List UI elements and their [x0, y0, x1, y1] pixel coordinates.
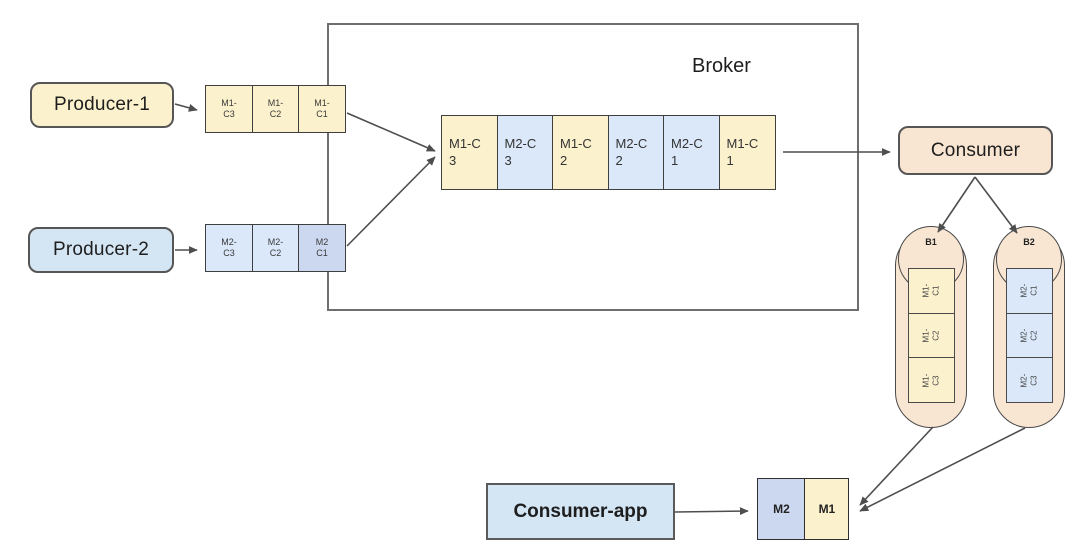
received-messages: M2 M1	[757, 478, 850, 540]
arrow-consumer-to-b2	[974, 176, 1018, 234]
producer-1-label: Producer-1	[54, 94, 150, 115]
consumer-label: Consumer	[930, 139, 1021, 161]
p1-message-m1c1: M1-C1	[298, 85, 346, 133]
p2-message-m2c2: M2-C2	[251, 224, 300, 272]
buffer-b1-stack: M1-C1 M1-C2 M1-C3	[907, 268, 955, 404]
b1-message-m1c3: M1-C3	[907, 357, 955, 404]
b2-message-m2c3: M2-C3	[1005, 357, 1053, 404]
buffer-b2: B2 M2-C1 M2-C2 M2-C3	[993, 226, 1065, 428]
buffer-b1-label: B1	[925, 237, 937, 247]
p2-message-m2c3: M2-C3	[205, 224, 253, 272]
arrow-b1-to-received	[859, 426, 934, 506]
arrow-b2-to-received	[859, 427, 1026, 512]
producer-2-node: Producer-2	[28, 227, 174, 273]
arrow-consumer-to-b1	[937, 176, 976, 233]
broker-title: Broker	[692, 55, 751, 77]
producer-1-node: Producer-1	[30, 82, 174, 128]
arrow-producer1-to-queue	[174, 103, 198, 112]
buffer-b2-stack: M2-C1 M2-C2 M2-C3	[1005, 268, 1053, 404]
buffer-b1: B1 M1-C1 M1-C2 M1-C3	[895, 226, 967, 428]
arrow-consumerapp-to-received	[674, 507, 749, 516]
received-m2: M2	[757, 478, 806, 540]
producer-1-queue: M1-C3 M1-C2 M1-C1	[205, 85, 346, 133]
producer-2-label: Producer-2	[53, 239, 149, 260]
p1-message-m1c2: M1-C2	[251, 85, 300, 133]
b1-message-m1c2: M1-C2	[907, 312, 955, 359]
b2-message-m2c2: M2-C2	[1005, 312, 1053, 359]
p1-message-m1c3: M1-C3	[205, 85, 253, 133]
consumer-app-node: Consumer-app	[486, 483, 675, 540]
consumer-app-label: Consumer-app	[513, 500, 648, 522]
b1-message-m1c1: M1-C1	[907, 268, 955, 314]
consumer-node: Consumer	[898, 126, 1053, 175]
b2-message-m2c1: M2-C1	[1005, 268, 1053, 314]
buffer-b2-label: B2	[1023, 237, 1035, 247]
received-m1: M1	[804, 478, 850, 540]
